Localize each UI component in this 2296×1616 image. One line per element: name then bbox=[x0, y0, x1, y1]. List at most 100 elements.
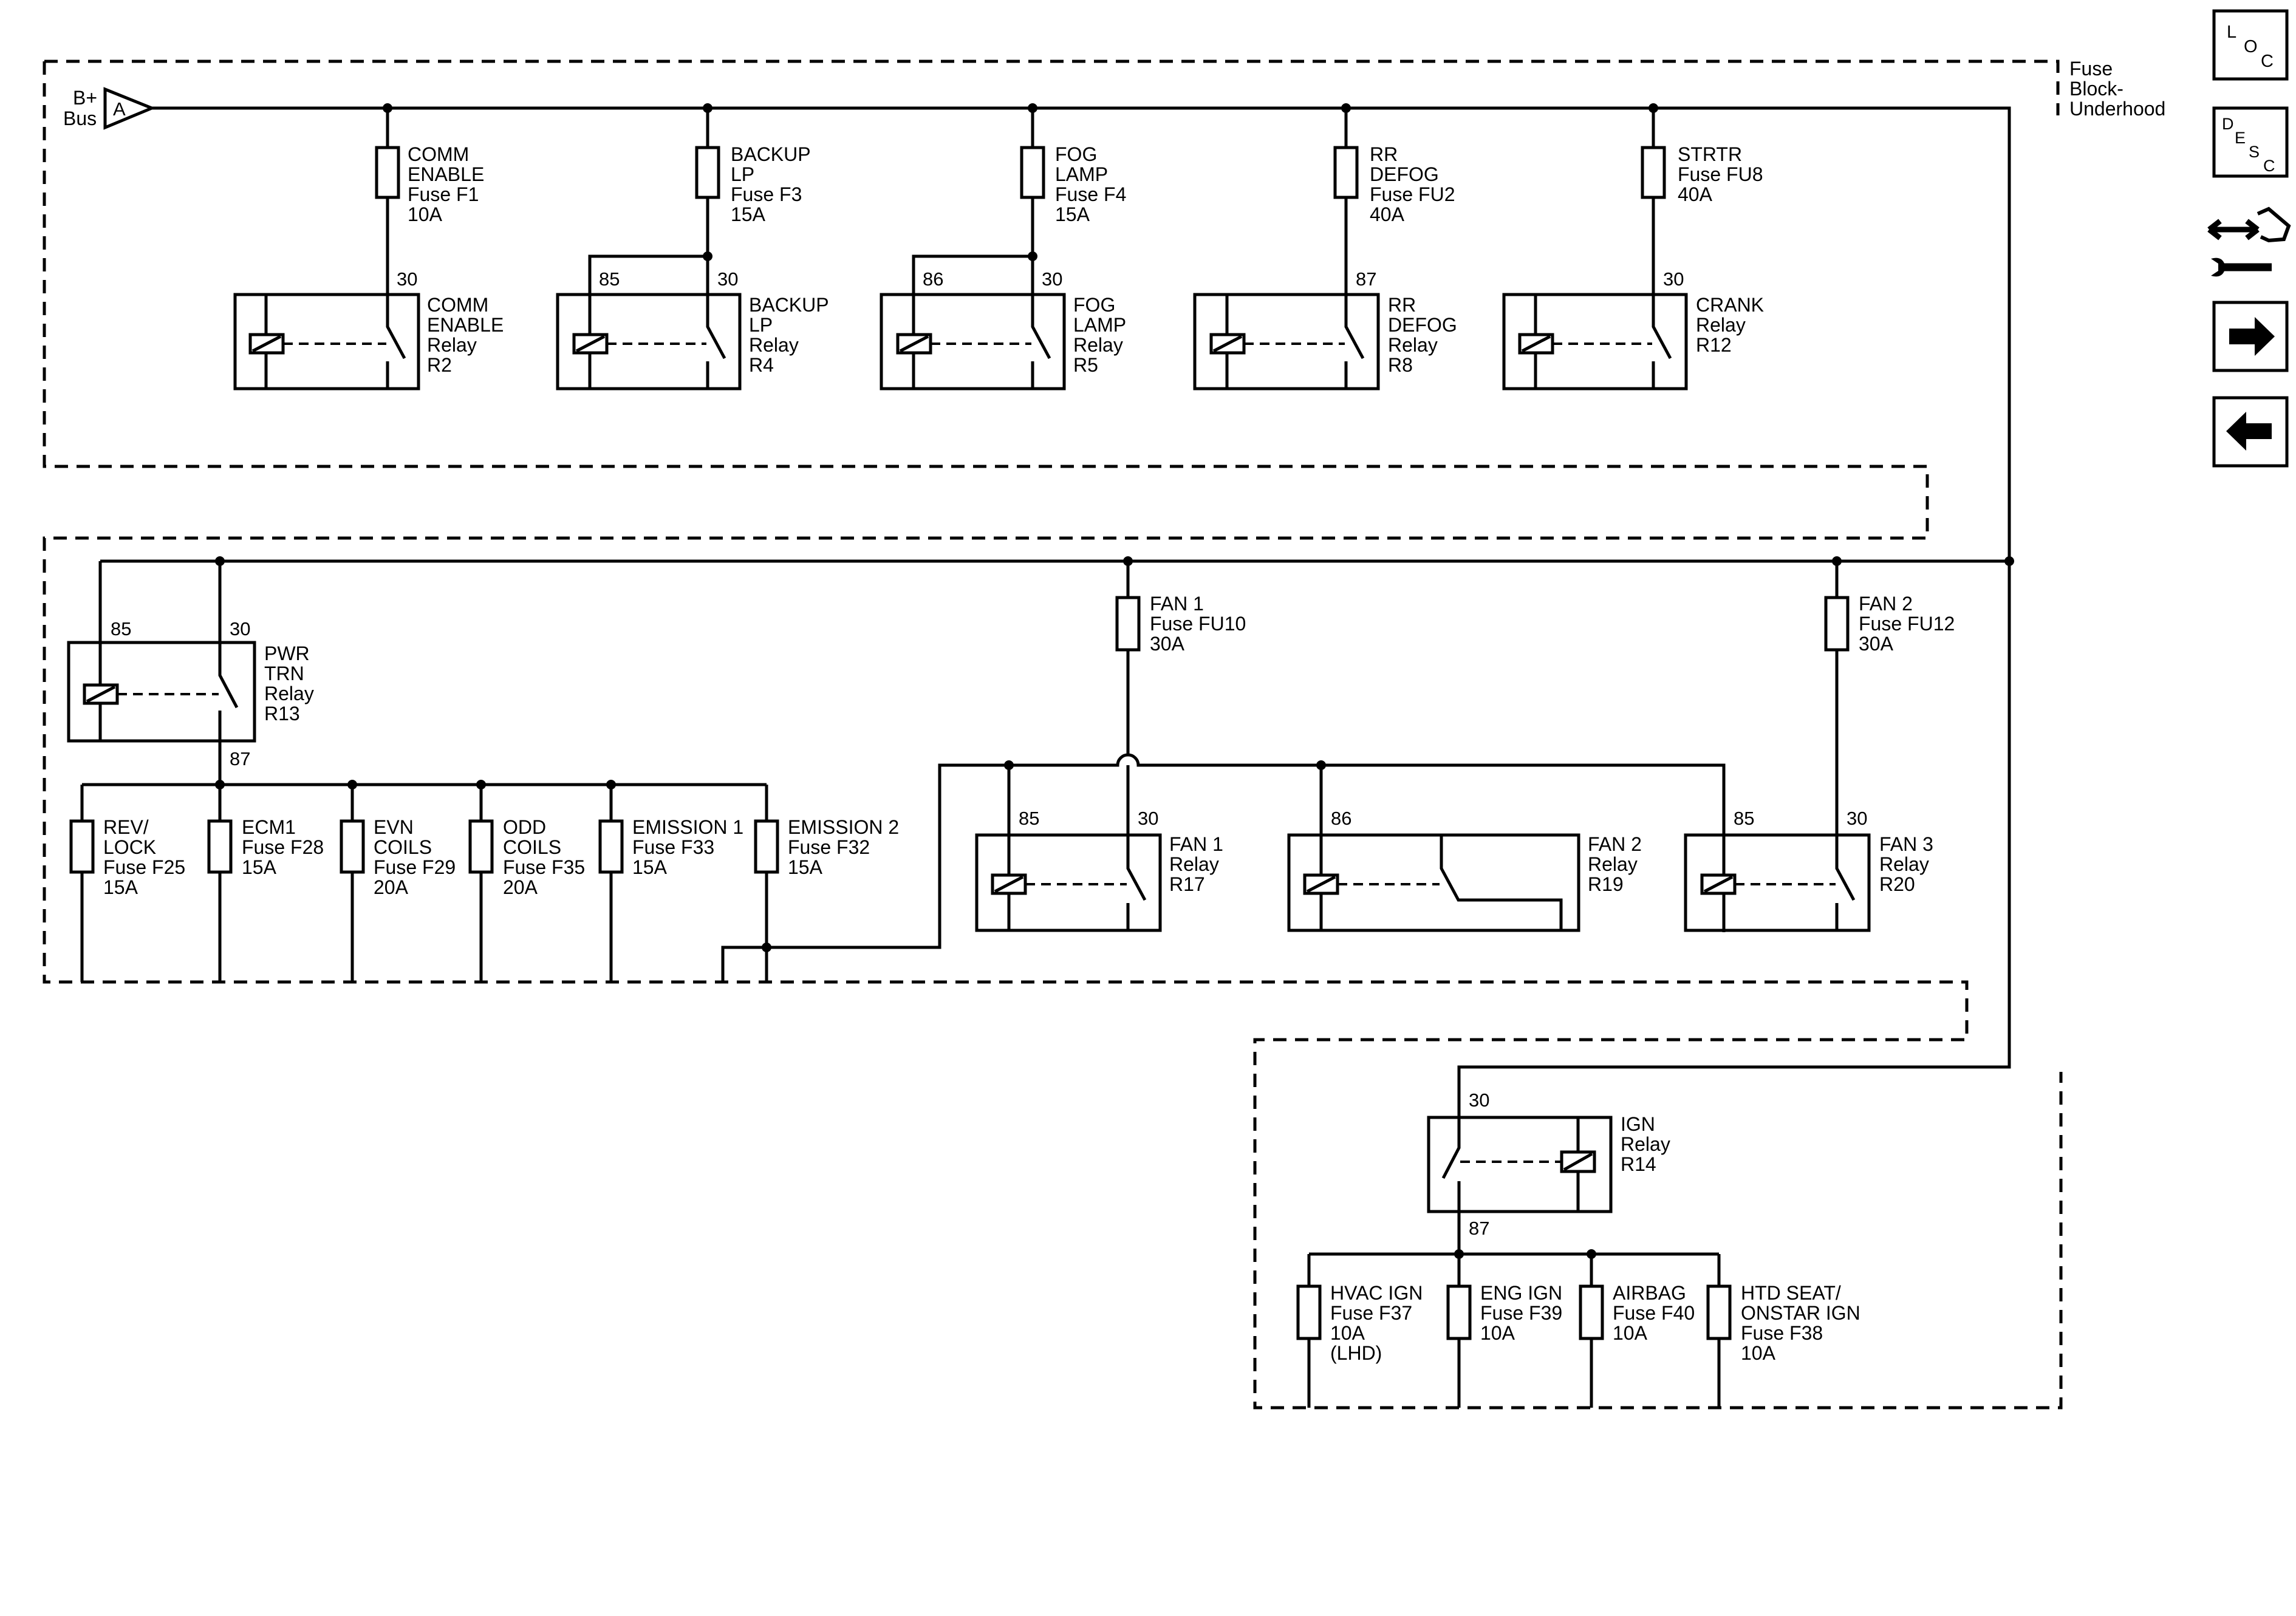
relay-r4-label-2: LP bbox=[749, 314, 773, 336]
relay-r12-pin: 30 bbox=[1663, 268, 1684, 290]
fuse-f1[interactable] bbox=[375, 146, 400, 199]
rr-defog-circuit bbox=[1193, 108, 1380, 390]
fuse-fu8-label-1: STRTR bbox=[1678, 143, 1742, 165]
relay-r19-label-3: R19 bbox=[1588, 873, 1624, 895]
relay-r8-label-2: DEFOG bbox=[1388, 314, 1457, 336]
relay-r4-label-3: Relay bbox=[749, 334, 799, 356]
relay-r13-pin-30: 30 bbox=[230, 618, 250, 639]
relay-r5-label-1: FOG bbox=[1073, 294, 1115, 316]
relay-r4-pin-85: 85 bbox=[599, 268, 620, 290]
loc-letter-o: O bbox=[2244, 37, 2258, 56]
fuse-fu2-label-4: 40A bbox=[1370, 203, 1405, 225]
relay-r13-pin-85: 85 bbox=[111, 618, 131, 639]
pwr-trn-circuit bbox=[67, 561, 256, 785]
fuse-f29-label-3: Fuse F29 bbox=[374, 856, 456, 878]
fuse-f29-label-1: EVN bbox=[374, 816, 414, 838]
fuse-f35[interactable] bbox=[468, 819, 494, 874]
fog-lamp-circuit bbox=[880, 108, 1066, 390]
fuse-f33-label-2: Fuse F33 bbox=[632, 836, 714, 858]
fuse-f37-label-2: Fuse F37 bbox=[1330, 1302, 1412, 1324]
relay-r8-label-3: Relay bbox=[1388, 334, 1438, 356]
fuse-f40[interactable] bbox=[1579, 1284, 1604, 1340]
fuse-f3-label-3: Fuse F3 bbox=[731, 183, 802, 205]
fuse-fu12-label-1: FAN 2 bbox=[1859, 593, 1913, 615]
fuse-fu2[interactable] bbox=[1333, 146, 1359, 199]
fuse-f38-label-2: ONSTAR IGN bbox=[1741, 1302, 1860, 1324]
fuse-f4-label-4: 15A bbox=[1055, 203, 1090, 225]
fuse-f4-label-3: Fuse F4 bbox=[1055, 183, 1126, 205]
fuse-f1-label-2: ENABLE bbox=[408, 163, 484, 185]
fuse-f33[interactable] bbox=[598, 819, 624, 874]
fuse-f32-label-1: EMISSION 2 bbox=[788, 816, 899, 838]
fuse-f1-label-3: Fuse F1 bbox=[408, 183, 479, 205]
relay-r13-label-4: R13 bbox=[264, 703, 300, 724]
fuse-f37[interactable] bbox=[1296, 1284, 1322, 1340]
relay-r13-label-2: TRN bbox=[264, 663, 304, 684]
fuse-f3[interactable] bbox=[695, 146, 720, 199]
b-plus-bus-wire bbox=[152, 106, 2011, 1117]
fuse-f38[interactable] bbox=[1706, 1284, 1732, 1340]
relay-r19-label-1: FAN 2 bbox=[1588, 833, 1642, 855]
fan-relays bbox=[975, 760, 1871, 932]
relay-r19-label-2: Relay bbox=[1588, 853, 1638, 875]
ign-circuit bbox=[1307, 1116, 1721, 1408]
relay-r5-label-3: Relay bbox=[1073, 334, 1123, 356]
fuse-f25-label-1: REV/ bbox=[103, 816, 149, 838]
fuse-fu12[interactable] bbox=[1824, 596, 1850, 652]
fuse-fu8[interactable] bbox=[1641, 146, 1666, 199]
block-label-2: Block- bbox=[2069, 78, 2123, 100]
fuse-f25-label-4: 15A bbox=[103, 876, 138, 898]
relay-r5-label-4: R5 bbox=[1073, 354, 1098, 376]
fuse-f33-label-3: 15A bbox=[632, 856, 668, 878]
fuse-f1-label-4: 10A bbox=[408, 203, 443, 225]
desc-button[interactable]: D E S C bbox=[2212, 106, 2289, 178]
next-arrow-button[interactable] bbox=[2212, 301, 2289, 372]
relay-r2-pin: 30 bbox=[397, 268, 417, 290]
fuse-f38-label-4: 10A bbox=[1741, 1342, 1776, 1364]
relay-r20-label-1: FAN 3 bbox=[1879, 833, 1933, 855]
fuse-f25[interactable] bbox=[69, 819, 95, 874]
fuse-f32-label-2: Fuse F32 bbox=[788, 836, 870, 858]
fuse-fu8-label-3: 40A bbox=[1678, 183, 1713, 205]
loc-letter-l: L bbox=[2227, 22, 2236, 42]
fuse-f40-label-1: AIRBAG bbox=[1613, 1282, 1686, 1304]
relay-r8-label-1: RR bbox=[1388, 294, 1416, 316]
connector-tool-icon[interactable] bbox=[2207, 206, 2291, 277]
relay-r12-label-3: R12 bbox=[1696, 334, 1732, 356]
relay-r2-label-3: Relay bbox=[427, 334, 477, 356]
next-arrow-icon bbox=[2229, 317, 2275, 356]
relay-r5-pin-30: 30 bbox=[1042, 268, 1062, 290]
fuse-f3-label-2: LP bbox=[731, 163, 754, 185]
fuse-fu10-label-3: 30A bbox=[1150, 633, 1185, 655]
relay-r13-pin-87: 87 bbox=[230, 748, 250, 769]
fuse-fu2-label-2: DEFOG bbox=[1370, 163, 1439, 185]
relay-r20-label-2: Relay bbox=[1879, 853, 1929, 875]
fuse-f40-label-2: Fuse F40 bbox=[1613, 1302, 1695, 1324]
backup-lp-circuit bbox=[556, 108, 742, 390]
desc-letter-e: E bbox=[2235, 129, 2246, 147]
relay-r12-label-2: Relay bbox=[1696, 314, 1746, 336]
fuse-fu10[interactable] bbox=[1115, 596, 1141, 652]
fuse-f28-label-2: Fuse F28 bbox=[242, 836, 324, 858]
fuse-f37-label-3: 10A bbox=[1330, 1322, 1365, 1344]
back-arrow-button[interactable] bbox=[2212, 396, 2289, 468]
loc-button[interactable]: L O C bbox=[2212, 9, 2289, 81]
fuse-f29[interactable] bbox=[340, 819, 365, 874]
relay-r13-label-3: Relay bbox=[264, 683, 314, 704]
crank-circuit bbox=[1502, 108, 1688, 390]
fuse-f39[interactable] bbox=[1446, 1284, 1472, 1340]
fuse-f29-label-2: COILS bbox=[374, 836, 432, 858]
relay-r17-pin-30: 30 bbox=[1138, 808, 1158, 829]
fuse-fu10-label-2: Fuse FU10 bbox=[1150, 613, 1246, 635]
block-label-3: Underhood bbox=[2069, 98, 2165, 120]
desc-letter-d: D bbox=[2222, 115, 2234, 133]
fuse-f4[interactable] bbox=[1020, 146, 1045, 199]
fuse-f35-label-4: 20A bbox=[503, 876, 538, 898]
relay-r8-label-4: R8 bbox=[1388, 354, 1413, 376]
fuse-f32[interactable] bbox=[754, 819, 779, 874]
relay-r17-pin-85: 85 bbox=[1019, 808, 1039, 829]
relay-r14-label-2: Relay bbox=[1621, 1133, 1670, 1155]
fuse-fu2-label-1: RR bbox=[1370, 143, 1398, 165]
fuse-f28[interactable] bbox=[207, 819, 233, 874]
